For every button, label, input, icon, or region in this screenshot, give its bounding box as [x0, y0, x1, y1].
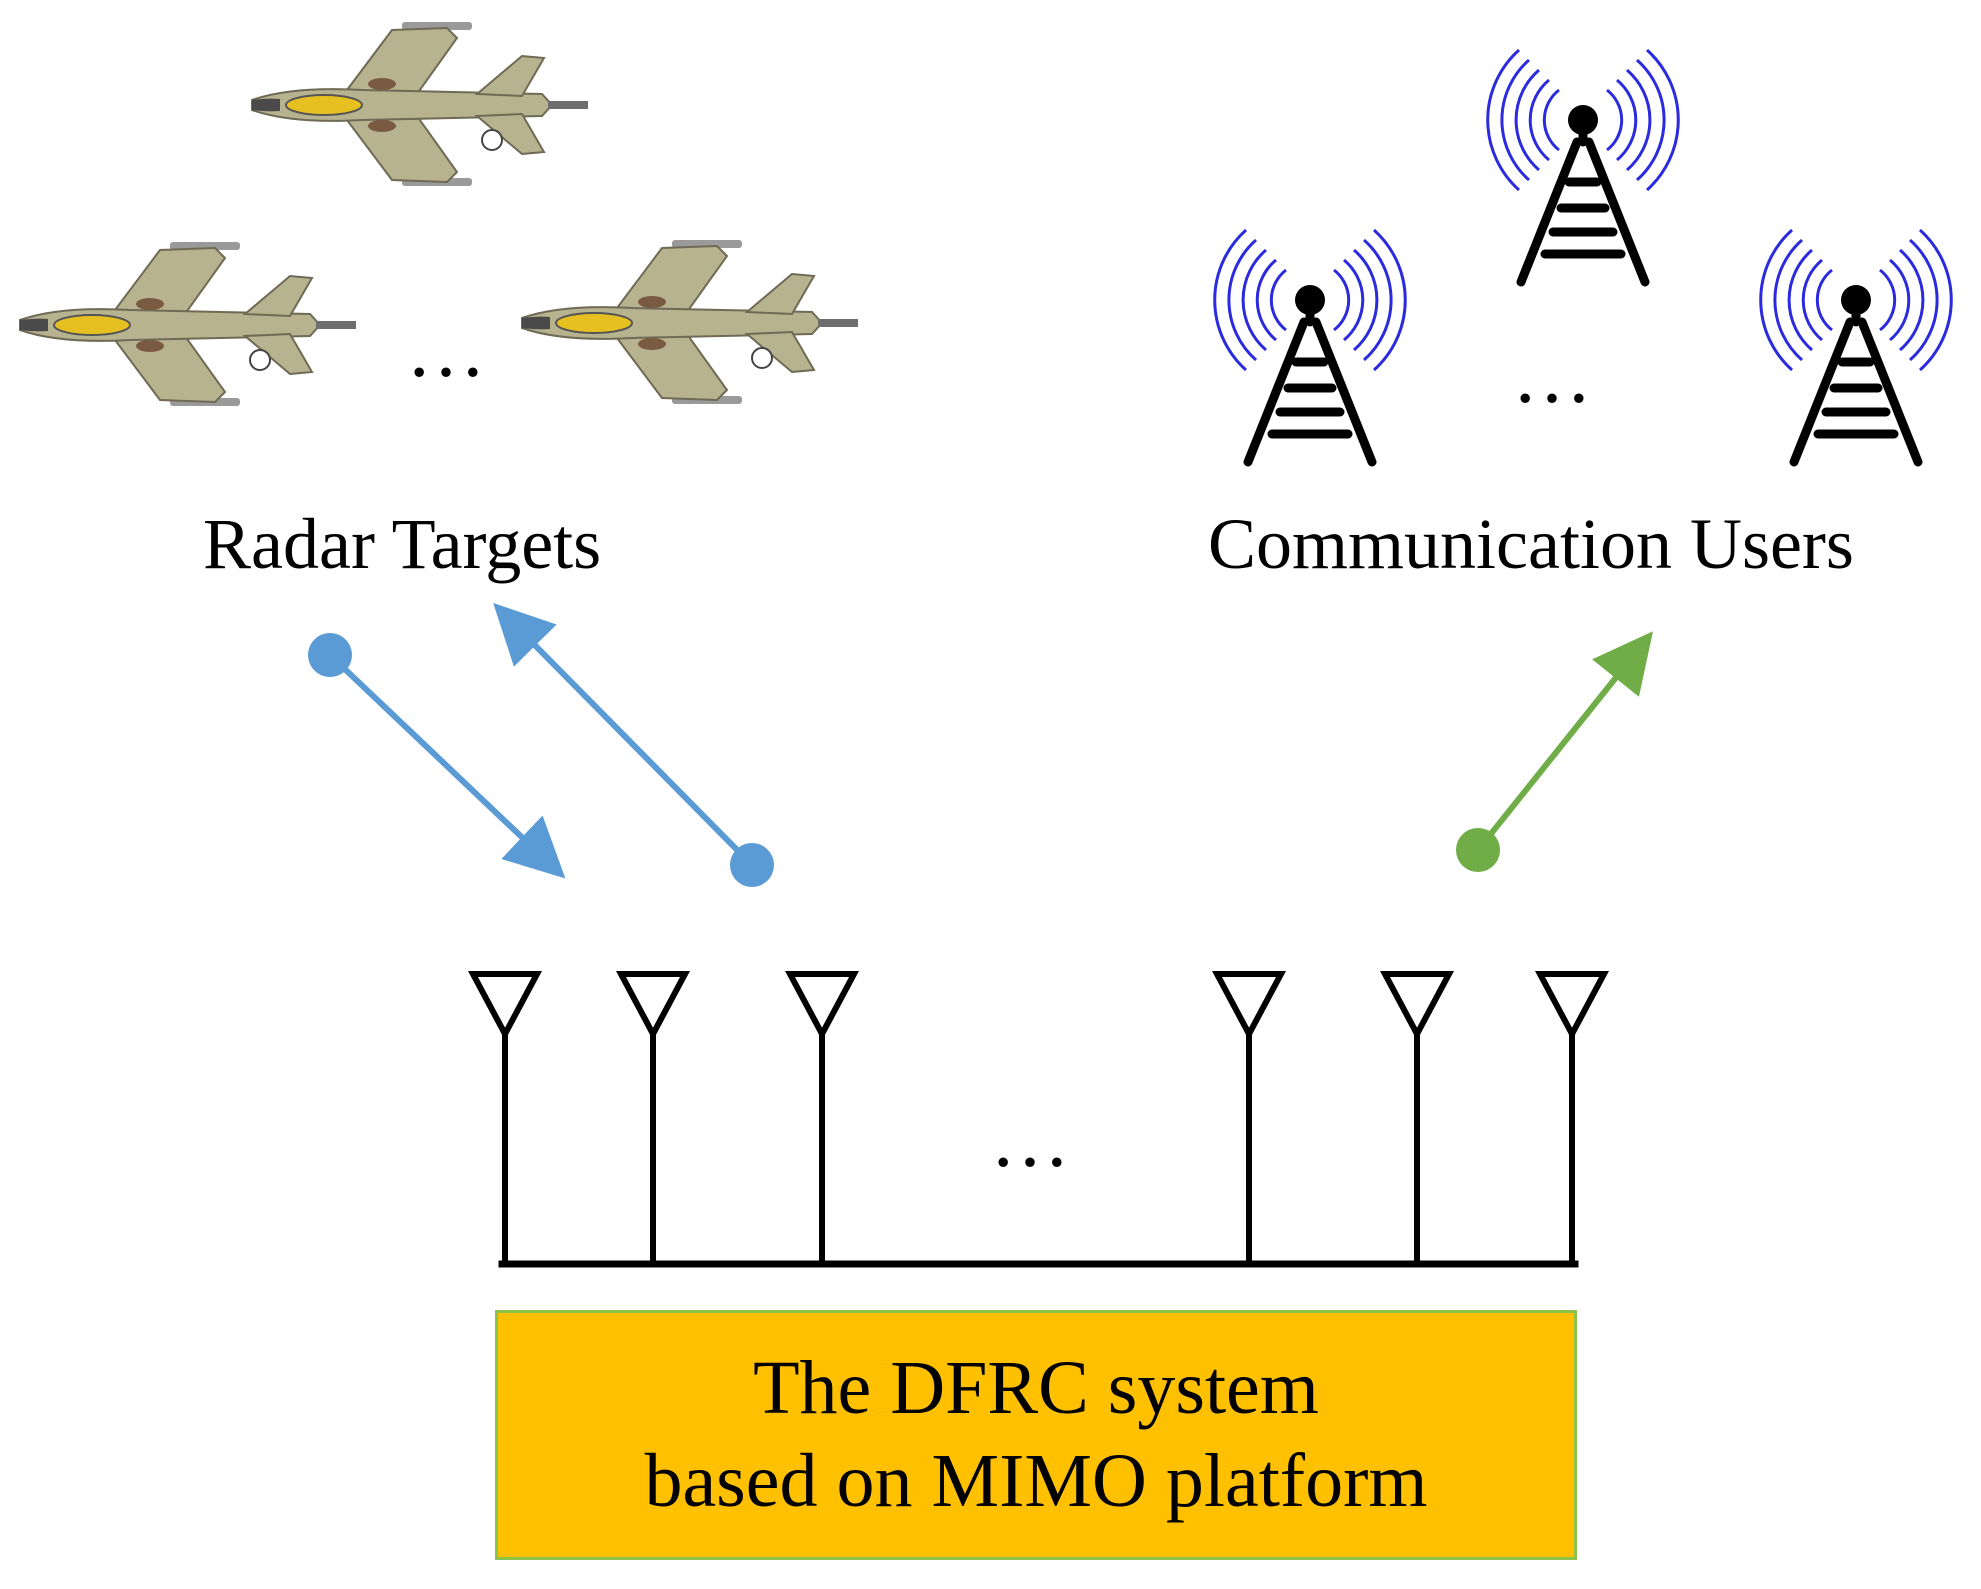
- radio-tower-icon: [1488, 50, 1679, 282]
- radio-tower-icon: [1761, 230, 1952, 462]
- dfrc-box-fill: [495, 1310, 1577, 1560]
- dfrc-system-box: The DFRC system based on MIMO platform: [495, 1310, 1577, 1560]
- antenna-icon: [1217, 974, 1281, 1264]
- antenna-array: [473, 974, 1604, 1268]
- fighter-jet-icon: [521, 239, 859, 405]
- antenna-icon: [1540, 974, 1604, 1264]
- dfrc-title-line2: based on MIMO platform: [644, 1439, 1428, 1523]
- radar-transmit-arrow: [308, 633, 566, 879]
- ellipsis-targets: …: [406, 306, 490, 394]
- ellipsis-users: …: [1512, 332, 1596, 420]
- radar-targets-label: Radar Targets: [203, 504, 602, 584]
- communication-arrow: [1456, 631, 1653, 872]
- ellipsis-antennas: …: [990, 1096, 1074, 1184]
- radar-echo-arrow: [493, 602, 774, 887]
- antenna-icon: [1385, 974, 1449, 1264]
- antenna-icon: [790, 974, 854, 1264]
- radio-tower-icon: [1215, 230, 1406, 462]
- antenna-icon: [621, 974, 685, 1264]
- dfrc-title-line1: The DFRC system: [753, 1346, 1319, 1431]
- antenna-icon: [473, 974, 537, 1264]
- fighter-jet-icon: [19, 241, 357, 407]
- fighter-jet-icon: [251, 21, 589, 187]
- communication-users-label: Communication Users: [1208, 504, 1854, 584]
